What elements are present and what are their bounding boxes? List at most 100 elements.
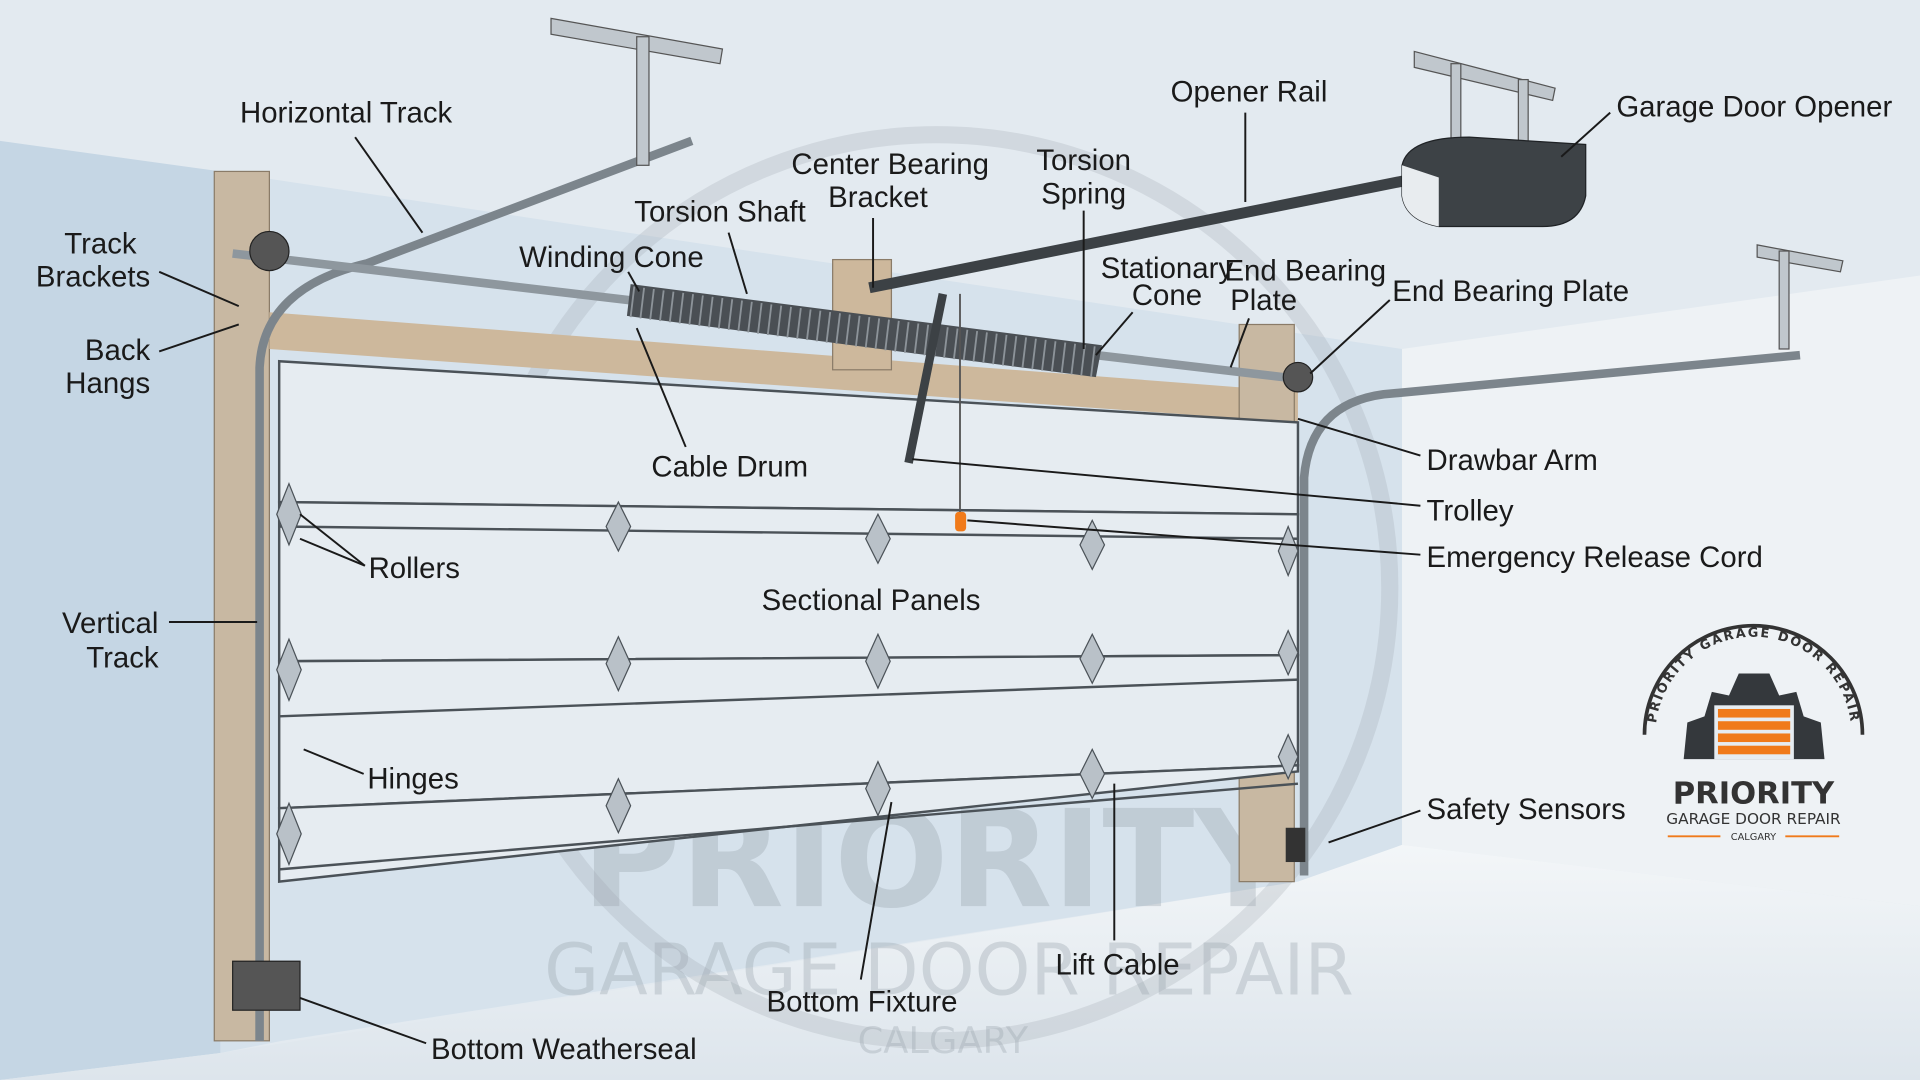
hinges bbox=[276, 482, 1299, 867]
drawbar-arm bbox=[904, 293, 948, 464]
label-torsion-spring-2: Spring bbox=[1041, 177, 1126, 210]
spring-coil bbox=[1011, 336, 1018, 367]
garage-door-opener bbox=[1401, 136, 1587, 228]
spring-coil bbox=[1070, 343, 1077, 375]
torsion-spring bbox=[626, 284, 1103, 378]
label-track-brackets-2: Brackets bbox=[36, 261, 150, 294]
label-end-bearing-plate-2: End Bearing Plate bbox=[1392, 275, 1629, 308]
label-garage-door-opener: Garage Door Opener bbox=[1616, 90, 1892, 123]
spring-coil bbox=[884, 319, 890, 351]
spring-coil bbox=[659, 290, 665, 322]
spring-coil bbox=[678, 292, 685, 324]
opener-rail bbox=[868, 172, 1422, 294]
leader-lines bbox=[158, 111, 1611, 1045]
spring-coil bbox=[649, 288, 655, 320]
spring-coil bbox=[1090, 346, 1096, 378]
spring-coil bbox=[855, 315, 861, 347]
spring-coil bbox=[913, 323, 920, 355]
label-stationary-cone-2: Cone bbox=[1132, 279, 1202, 312]
label-stationary-cone-1: Stationary bbox=[1101, 252, 1234, 285]
spring-coil bbox=[943, 327, 949, 358]
spring-coil bbox=[698, 295, 704, 327]
spring-coil bbox=[1041, 339, 1047, 371]
spring-coil bbox=[962, 329, 969, 361]
spring-coil bbox=[688, 294, 694, 325]
label-lift-cable: Lift Cable bbox=[1056, 949, 1180, 982]
spring-coil bbox=[1080, 344, 1086, 376]
left-wall bbox=[0, 140, 221, 1080]
safety-sensor bbox=[1285, 827, 1306, 863]
label-hinges: Hinges bbox=[367, 763, 458, 796]
label-cable-drum: Cable Drum bbox=[651, 450, 808, 483]
spring-coil bbox=[952, 328, 959, 360]
spring-coil bbox=[835, 313, 841, 344]
spring-coil bbox=[806, 309, 812, 341]
spring-coil bbox=[796, 308, 802, 339]
spring-coil bbox=[1001, 334, 1008, 366]
spring-coil bbox=[766, 304, 773, 336]
watermark-city: CALGARY bbox=[858, 1019, 1029, 1062]
spring-coil bbox=[903, 322, 910, 353]
spring-coil bbox=[1060, 342, 1067, 374]
spring-coil bbox=[923, 324, 930, 356]
labels: Horizontal Track Track Brackets Back Han… bbox=[36, 76, 1893, 1067]
spring-coil bbox=[1021, 337, 1028, 369]
spring-coil bbox=[757, 302, 763, 334]
floor bbox=[0, 844, 1920, 1080]
label-emergency-release-cord: Emergency Release Cord bbox=[1427, 541, 1763, 574]
spring-coil bbox=[727, 299, 734, 330]
label-track-brackets-1: Track bbox=[64, 227, 137, 260]
label-trolley: Trolley bbox=[1427, 494, 1514, 527]
spring-coil bbox=[776, 305, 783, 337]
weatherseal-bracket bbox=[232, 960, 301, 1011]
label-safety-sensors: Safety Sensors bbox=[1427, 793, 1626, 826]
label-center-bearing-bracket-2: Bracket bbox=[828, 181, 928, 214]
spring-coil bbox=[845, 314, 851, 346]
spring-coil bbox=[864, 316, 871, 348]
label-center-bearing-bracket-1: Center Bearing bbox=[791, 148, 989, 181]
spring-coil bbox=[1050, 341, 1057, 372]
spring-coil bbox=[894, 320, 900, 352]
logo-city: CALGARY bbox=[1731, 832, 1776, 843]
spring-coil bbox=[737, 300, 743, 332]
spring-coil bbox=[668, 291, 675, 323]
sectional-panels bbox=[277, 359, 1300, 883]
label-drawbar-arm: Drawbar Arm bbox=[1427, 444, 1598, 477]
cable-drum-right bbox=[1282, 361, 1314, 393]
spring-coil bbox=[747, 301, 753, 333]
header-board bbox=[269, 312, 1298, 423]
spring-coil bbox=[639, 287, 645, 319]
label-opener-rail: Opener Rail bbox=[1171, 76, 1328, 109]
watermark-tagline: GARAGE DOOR REPAIR bbox=[544, 928, 1354, 1011]
label-bottom-weatherseal: Bottom Weatherseal bbox=[431, 1033, 697, 1066]
label-winding-cone: Winding Cone bbox=[519, 241, 704, 274]
spring-coil bbox=[972, 330, 979, 362]
label-vertical-track-2: Track bbox=[86, 641, 159, 674]
spring-coil bbox=[825, 311, 832, 343]
label-sectional-panels: Sectional Panels bbox=[762, 584, 981, 617]
label-end-bearing-plate-1b: Plate bbox=[1230, 284, 1297, 317]
spring-coil bbox=[708, 296, 714, 328]
spring-coil bbox=[992, 333, 998, 365]
label-torsion-spring-1: Torsion bbox=[1036, 144, 1131, 177]
logo-tagline: GARAGE DOOR REPAIR bbox=[1666, 810, 1841, 828]
spring-coil bbox=[874, 318, 881, 350]
spring-coil bbox=[982, 332, 988, 364]
label-rollers: Rollers bbox=[369, 552, 460, 585]
spring-coil bbox=[629, 286, 636, 318]
spring-coil bbox=[786, 306, 792, 338]
spring-coil bbox=[717, 297, 724, 329]
label-bottom-fixture: Bottom Fixture bbox=[767, 985, 958, 1018]
label-vertical-track-1: Vertical bbox=[62, 607, 158, 640]
spring-coil bbox=[1031, 338, 1037, 370]
label-torsion-shaft: Torsion Shaft bbox=[634, 196, 805, 229]
label-horizontal-track: Horizontal Track bbox=[240, 96, 453, 129]
label-back-hangs-2: Hangs bbox=[65, 367, 150, 400]
label-end-bearing-plate-1a: End Bearing bbox=[1224, 254, 1386, 287]
emergency-release-handle bbox=[955, 511, 967, 532]
track-hangers bbox=[550, 17, 1844, 350]
cable-drum-left bbox=[249, 230, 290, 272]
spring-coil bbox=[815, 310, 822, 342]
label-back-hangs-1: Back bbox=[85, 334, 151, 367]
